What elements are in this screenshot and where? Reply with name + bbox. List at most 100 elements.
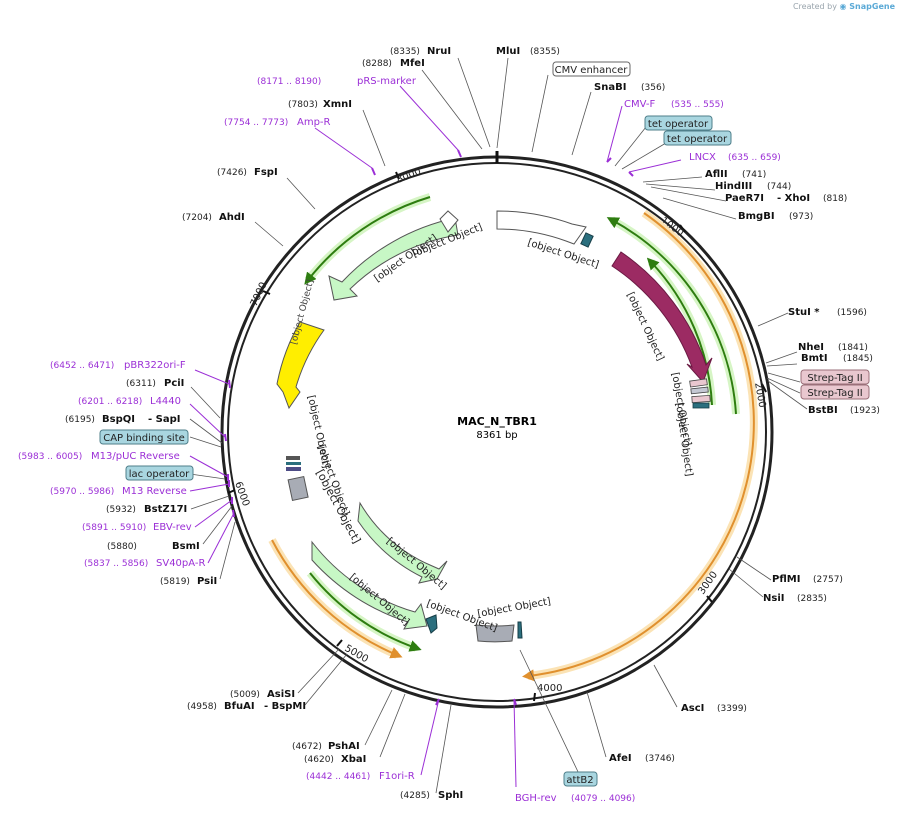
plasmid-size: 8361 bp	[476, 430, 517, 441]
primer-m13-puc-reverse: M13/pUC Reverse	[91, 451, 180, 462]
site-nhei: NheI	[798, 342, 824, 353]
frt-marker	[425, 614, 438, 634]
label-cmv-enhancer: CMV enhancer	[555, 65, 629, 76]
pos-nsii: (2835)	[797, 594, 827, 604]
site-bspmi: - BspMI	[264, 701, 306, 712]
pos-pflmi: (2757)	[813, 575, 843, 585]
site-bstbi: BstBI	[808, 405, 838, 416]
site-bfuai: BfuAI	[224, 701, 255, 712]
label-tet-operator-2: tet operator	[667, 134, 728, 145]
primer-range-f1ori: (4442 .. 4461)	[306, 772, 370, 782]
ampr-promoter-arrow	[439, 210, 459, 233]
pos-bmgbi: (973)	[789, 212, 813, 222]
pos-xhoi: (818)	[823, 194, 847, 204]
orf-green-arc-amp	[304, 196, 431, 285]
site-aflii: AflII	[705, 169, 728, 180]
pos-bspqi: (6195)	[65, 415, 95, 425]
label-strep-tag-2: Strep-Tag II	[807, 388, 862, 399]
pos-asisi: (5009)	[230, 690, 260, 700]
primer-range-bgh: (4079 .. 4096)	[571, 794, 635, 804]
orf-green-arc-1	[606, 217, 737, 415]
site-ahdi: AhdI	[219, 212, 245, 223]
primer-pbr322ori-f: pBR322ori-F	[124, 360, 186, 371]
site-asisi: AsiSI	[267, 689, 295, 700]
feature-hygr-inner: [object Object]	[384, 536, 448, 592]
site-bspqi: BspQI	[102, 414, 135, 425]
attb2-marker	[517, 621, 523, 639]
snapgene-credit: Created by ◉ SnapGene	[793, 2, 895, 11]
boxed-labels: CMV enhancer tet operator tet operator C…	[99, 61, 870, 787]
primer-range-prs: (8171 .. 8190)	[257, 77, 321, 87]
pos-psii: (5819)	[160, 577, 190, 587]
label-strep-tag-1: Strep-Tag II	[807, 373, 862, 384]
pos-nhei: (1841)	[838, 343, 868, 353]
site-sphi: SphI	[438, 790, 463, 801]
site-hindiii: HindIII	[715, 181, 752, 192]
pos-hindiii: (744)	[767, 182, 791, 192]
pos-bfuai: (4958)	[187, 702, 217, 712]
site-asci: AscI	[681, 703, 704, 714]
orf-orange-arc-2	[271, 539, 403, 659]
ori-arrow	[276, 321, 325, 410]
pos-mfei: (8288)	[362, 59, 392, 69]
primer-lncx: LNCX	[689, 152, 716, 163]
site-bstz17i: BstZ17I	[144, 504, 187, 515]
pos-pcii: (6311)	[126, 379, 156, 389]
ring-tick-8000: 8000	[395, 166, 423, 186]
tet-operator-marker	[580, 232, 594, 248]
primer-range-m13rev: (5970 .. 5986)	[50, 487, 114, 497]
enzyme-sites: (8335) NruI MluI (8355) (8288) MfeI SnaB…	[65, 46, 880, 801]
pos-bmti: (1845)	[843, 354, 873, 364]
site-stui: StuI *	[788, 307, 820, 318]
primer-marks	[224, 149, 634, 706]
ampr-arrow	[328, 217, 459, 301]
label-attb2: attB2	[566, 775, 593, 786]
hygr-arrow-inner	[357, 501, 448, 584]
primers: (8171 .. 8190) pRS-marker (7754 .. 7773)…	[18, 76, 781, 804]
primer-range-pbr: (6452 .. 6471)	[50, 361, 114, 371]
site-snabi: SnaBI	[594, 82, 626, 93]
plasmid-name: MAC_N_TBR1	[457, 415, 537, 428]
bgh-polya-box	[475, 624, 515, 643]
credit-prefix: Created by	[792, 2, 837, 11]
orf-green-arc-3	[309, 572, 422, 652]
pos-ahdi: (7204)	[182, 213, 212, 223]
leader-lines	[189, 57, 808, 794]
site-psii: PsiI	[197, 576, 217, 587]
site-sapi: - SapI	[148, 414, 180, 425]
site-xhoi: - XhoI	[777, 193, 810, 204]
primer-range-sv40pa: (5837 .. 5856)	[84, 559, 148, 569]
pos-pshai: (4672)	[292, 742, 322, 752]
primer-prs-marker: pRS-marker	[357, 76, 417, 87]
label-lac-operator: lac operator	[129, 469, 190, 480]
snapgene-logo: ◉ SnapGene	[839, 2, 895, 11]
site-fspi: FspI	[254, 167, 278, 178]
site-pshai: PshAI	[328, 741, 360, 752]
primer-ebv-rev: EBV-rev	[153, 522, 192, 533]
primer-amp-r: Amp-R	[297, 117, 331, 128]
primer-range-cmvf: (535 .. 555)	[671, 100, 724, 110]
site-bsmi: BsmI	[172, 541, 200, 552]
primer-range-ampr: (7754 .. 7773)	[224, 118, 288, 128]
site-xbai: XbaI	[341, 754, 366, 765]
primer-range-m13puc: (5983 .. 6005)	[18, 452, 82, 462]
primer-bgh-rev: BGH-rev	[515, 793, 557, 804]
site-mlui: MluI	[496, 46, 520, 57]
pos-xmni: (7803)	[288, 100, 318, 110]
label-tet-operator-1: tet operator	[648, 119, 709, 130]
pos-bstbi: (1923)	[850, 406, 880, 416]
site-pflmi: PflMI	[772, 574, 800, 585]
site-bmti: BmtI	[801, 353, 828, 364]
orf-orange-arc	[522, 212, 755, 682]
primer-m13-reverse: M13 Reverse	[122, 486, 187, 497]
credit-brand: SnapGene	[849, 2, 895, 11]
site-mfei: MfeI	[400, 58, 425, 69]
ring-tick-marks	[227, 171, 767, 702]
site-bmgbi: BmgBI	[738, 211, 775, 222]
pos-bsmi: (5880)	[107, 542, 137, 552]
primer-sv40pa-r: SV40pA-R	[156, 558, 205, 569]
lac-m13-markers	[286, 456, 309, 502]
site-xmni: XmnI	[323, 99, 352, 110]
feature-bgh-polya: [object Object]	[477, 596, 552, 620]
